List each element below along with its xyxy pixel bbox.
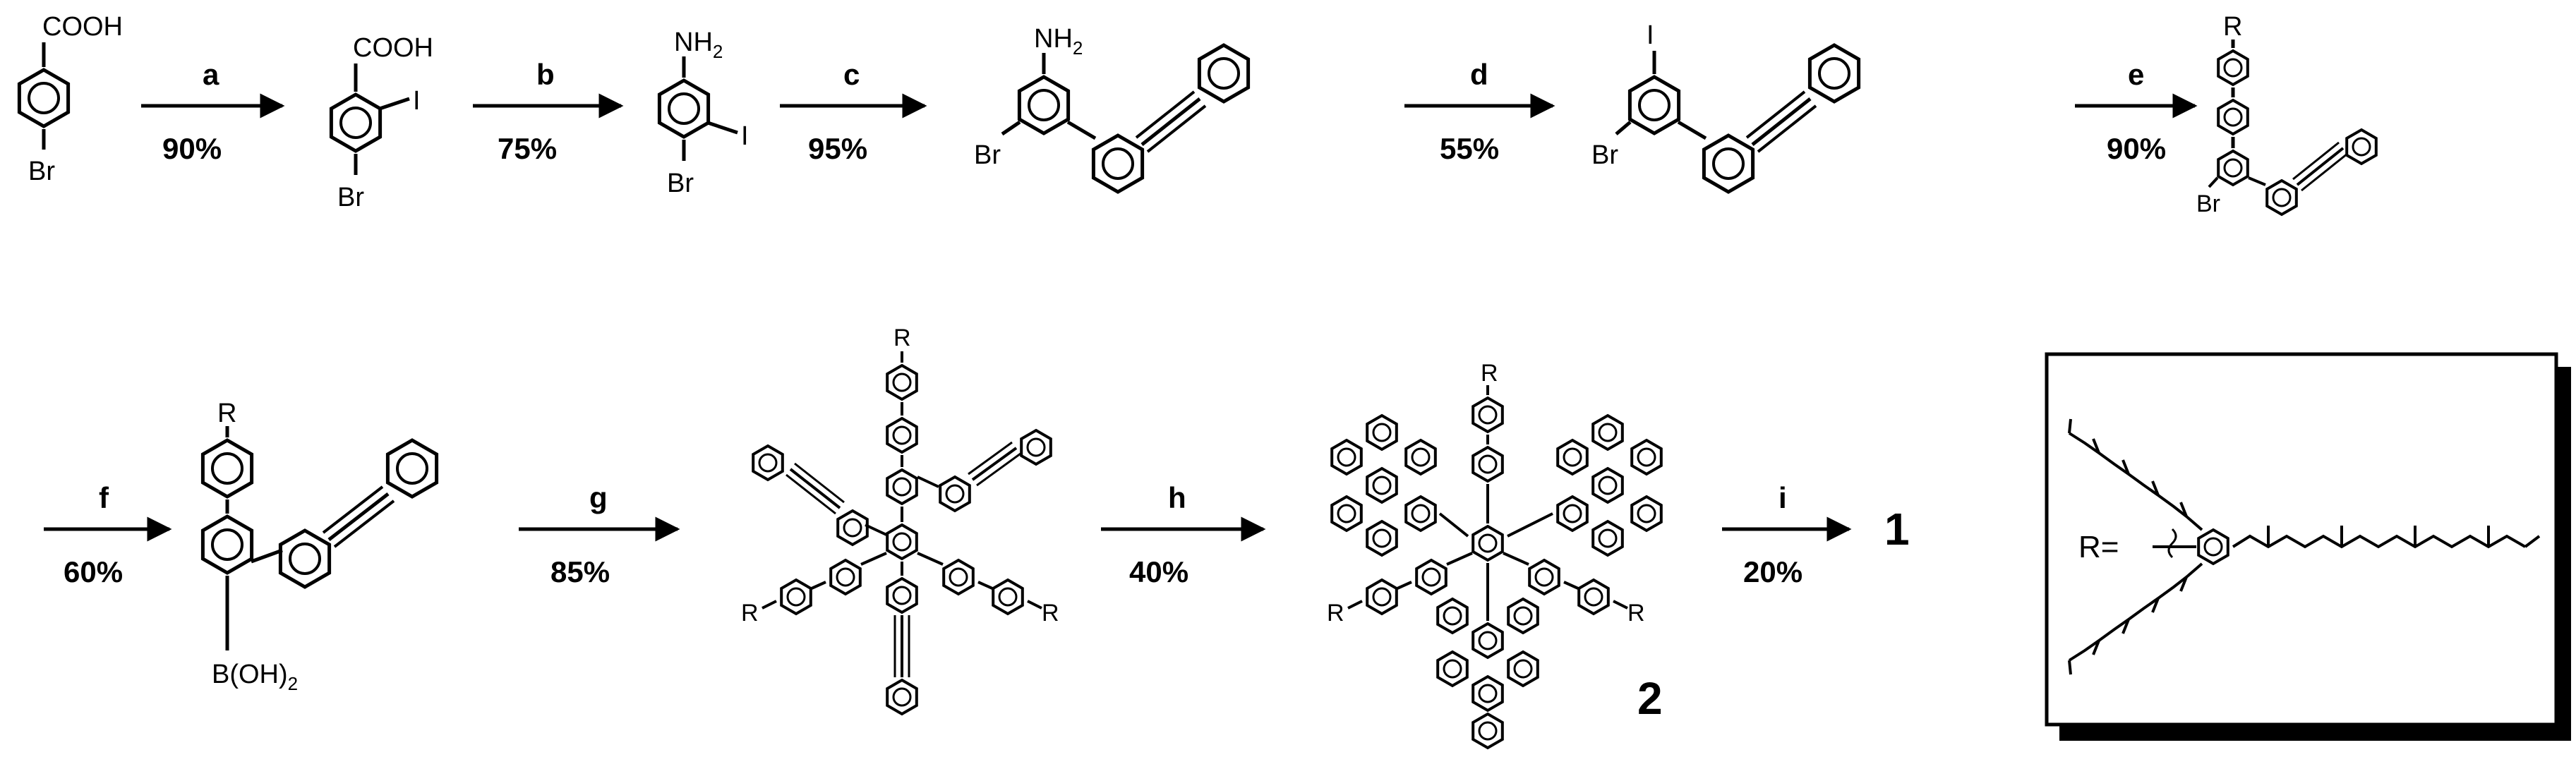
label-r-equals: R= <box>2078 530 2119 564</box>
r-group-definition-box: R= <box>2045 352 2571 741</box>
label-r: R <box>741 600 759 626</box>
compound-aminobiphenyl-alkyne: NH2 Br <box>974 24 1248 192</box>
reagent-label: f <box>99 481 109 514</box>
label-cooh: COOH <box>42 12 123 42</box>
label-nh2: NH2 <box>1034 24 1083 59</box>
reagent-label: d <box>1470 58 1488 91</box>
reagent-label: e <box>2128 58 2144 91</box>
compound-4-bromobenzoic-acid: COOH Br <box>19 12 123 186</box>
yield-label: 55% <box>1440 132 1499 165</box>
reaction-arrow-a: a 90% <box>141 58 285 165</box>
compound-number-1: 1 <box>1884 504 1910 555</box>
label-r: R <box>893 325 911 351</box>
reagent-label: b <box>536 58 555 91</box>
reagent-label: a <box>203 58 219 91</box>
label-r: R <box>1481 360 1498 387</box>
label-br: Br <box>1591 140 1618 170</box>
compound-4-bromo-3-iodobenzoic-acid: COOH I Br <box>331 33 433 212</box>
yield-label: 20% <box>1743 555 1802 588</box>
label-r: R <box>217 399 236 428</box>
label-i: I <box>741 121 749 151</box>
reagent-label: g <box>589 481 608 514</box>
compound-4-bromo-3-iodoaniline: NH2 I Br <box>659 28 749 198</box>
yield-label: 90% <box>2107 132 2166 165</box>
reagent-label: c <box>843 58 860 91</box>
label-i: I <box>413 86 421 116</box>
label-i: I <box>1647 20 1654 50</box>
reaction-arrow-f: f 60% <box>44 481 172 588</box>
label-r: R <box>1627 600 1645 626</box>
label-r: R <box>1042 600 1059 626</box>
yield-label: 95% <box>808 132 867 165</box>
compound-tri-alkyne-core: R R R <box>741 325 1059 715</box>
reaction-arrow-i: i 20% <box>1722 481 1852 588</box>
label-r: R <box>2223 12 2242 42</box>
yield-label: 90% <box>162 132 222 165</box>
reaction-arrow-c: c 95% <box>780 58 927 165</box>
label-br: Br <box>667 169 694 198</box>
yield-label: 40% <box>1129 555 1188 588</box>
compound-2-polyphenylene: R R R <box>1327 360 1663 749</box>
label-br: Br <box>337 183 364 212</box>
reaction-arrow-e: e 90% <box>2075 58 2198 165</box>
label-nh2: NH2 <box>674 28 723 62</box>
label-br: Br <box>28 157 55 186</box>
reagent-label: i <box>1778 481 1787 514</box>
compound-iodobiphenyl-alkyne: I Br <box>1591 20 1859 192</box>
label-boh2: B(OH)2 <box>212 660 298 694</box>
yield-label: 85% <box>550 555 610 588</box>
label-br: Br <box>2196 190 2220 217</box>
reaction-arrow-h: h 40% <box>1101 481 1266 588</box>
compound-r-terphenyl-alkyne-bromide: R Br <box>2196 12 2378 217</box>
yield-label: 60% <box>64 555 123 588</box>
reaction-arrow-b: b 75% <box>473 58 624 165</box>
label-cooh: COOH <box>353 33 433 63</box>
reagent-label: h <box>1168 481 1186 514</box>
compound-boronic-acid: R B(OH)2 <box>203 399 436 694</box>
reaction-arrow-g: g 85% <box>519 481 680 588</box>
reaction-arrow-d: d 55% <box>1404 58 1555 165</box>
label-r: R <box>1327 600 1344 626</box>
compound-number-2: 2 <box>1637 673 1663 724</box>
label-br: Br <box>974 140 1001 170</box>
yield-label: 75% <box>498 132 557 165</box>
